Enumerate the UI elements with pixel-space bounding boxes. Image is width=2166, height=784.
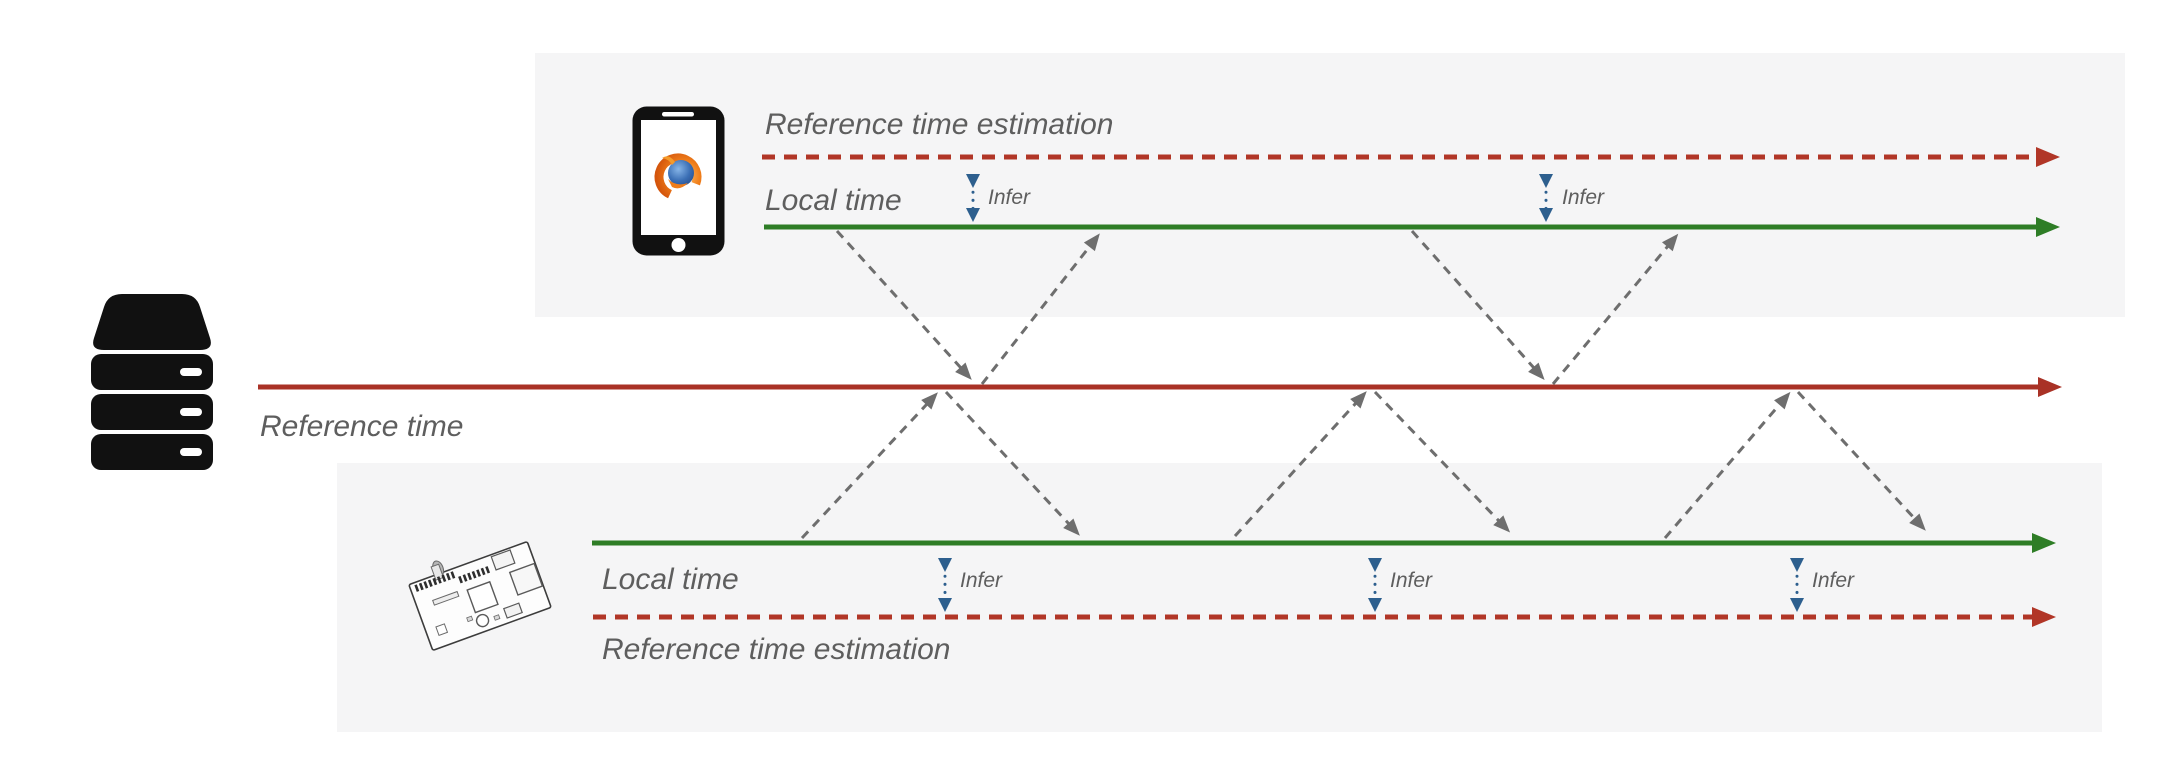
board-ethernet-port [508, 562, 544, 596]
board-display-connector [432, 590, 460, 606]
server-slot-2 [180, 408, 202, 416]
board-infer-label-3: Infer [1812, 569, 1855, 592]
sync-message-arrow-phone-request-1 [835, 229, 972, 380]
phone-infer-label-1: Infer [988, 186, 1031, 209]
server-slab-1 [91, 354, 213, 390]
sync-message-arrow-phone-response-2 [1551, 233, 1679, 385]
firefox-globe [668, 160, 694, 186]
sync-message-arrow-board-request-1 [800, 392, 938, 540]
firefox-tail [668, 179, 688, 189]
board-gpio-header-2 [458, 565, 491, 584]
phone-device-panel [535, 53, 2125, 317]
sync-message-arrow-board-request-3 [1663, 391, 1791, 539]
server-stack-icon [91, 294, 213, 470]
phone-infer-label-2: Infer [1562, 186, 1605, 209]
board-usb-port [490, 549, 516, 571]
sync-message-arrow-board-response-2 [1373, 390, 1511, 533]
board-hdmi-port [502, 602, 523, 619]
server-slab-3 [91, 434, 213, 470]
board-sd-slot [435, 623, 449, 637]
board-infer-label-2: Infer [1390, 569, 1433, 592]
sync-message-arrow-phone-response-1 [980, 233, 1100, 385]
sync-message-arrow-board-request-2 [1233, 391, 1367, 538]
board-cpu-chip [466, 580, 499, 614]
phone-home-button [671, 238, 686, 252]
board-local-time-label: Local time [602, 563, 739, 596]
board-smd-1 [493, 614, 501, 621]
phone-reference-estimation-label: Reference time estimation [765, 108, 1114, 141]
server-slab-2 [91, 394, 213, 430]
board-device-panel [337, 463, 2102, 732]
sync-message-arrow-board-response-3 [1796, 390, 1926, 531]
board-reference-estimation-label: Reference time estimation [602, 633, 951, 666]
sync-message-arrow-phone-request-2 [1410, 230, 1545, 380]
board-gpio-header-1 [414, 570, 457, 592]
server-top [93, 294, 211, 350]
sync-message-arrow-board-response-1 [944, 390, 1080, 536]
server-slot-3 [180, 448, 202, 456]
circuit-board-icon [408, 541, 552, 651]
phone-speaker [662, 112, 694, 117]
board-group [408, 541, 552, 651]
board-infer-label-1: Infer [960, 569, 1003, 592]
board-smd-2 [466, 615, 474, 623]
board-audio-jack [475, 613, 490, 628]
smartphone-firefox-icon [632, 106, 725, 256]
firefox-ear [662, 156, 675, 165]
server-slot-1 [180, 368, 202, 376]
reference-time-label: Reference time [260, 410, 464, 443]
phone-local-time-label: Local time [765, 184, 902, 217]
